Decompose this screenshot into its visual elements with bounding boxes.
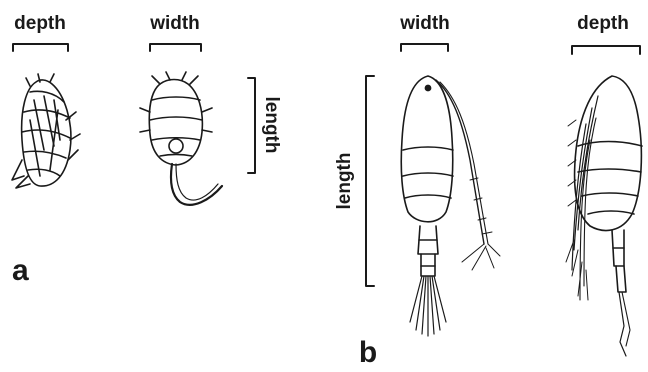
panel-b-length-label: length: [334, 153, 355, 210]
panel-b-depth-bracket: [572, 46, 640, 54]
panel-b-width-label: width: [399, 13, 450, 34]
panel-b-length-bracket: [366, 76, 374, 286]
copepod-dorsal-drawing: [401, 76, 500, 336]
panel-a-length-label: length: [261, 97, 282, 154]
panel-a: depth width: [12, 13, 282, 287]
panel-a-depth-bracket: [13, 44, 68, 51]
panel-a-length-bracket: [248, 78, 255, 173]
panel-a-width-label: width: [149, 13, 200, 34]
panel-b-letter: b: [359, 336, 377, 369]
panel-a-letter: a: [12, 254, 29, 287]
panel-b-width-bracket: [401, 44, 448, 51]
copepod-lateral-drawing: [566, 76, 642, 356]
nauplius-dorsal-drawing: [140, 72, 222, 205]
panel-a-depth-label: depth: [14, 13, 66, 34]
nauplius-lateral-drawing: [12, 74, 80, 188]
panel-b: width length depth: [334, 13, 642, 369]
panel-a-width-bracket: [150, 44, 201, 51]
panel-b-depth-label: depth: [577, 13, 629, 34]
